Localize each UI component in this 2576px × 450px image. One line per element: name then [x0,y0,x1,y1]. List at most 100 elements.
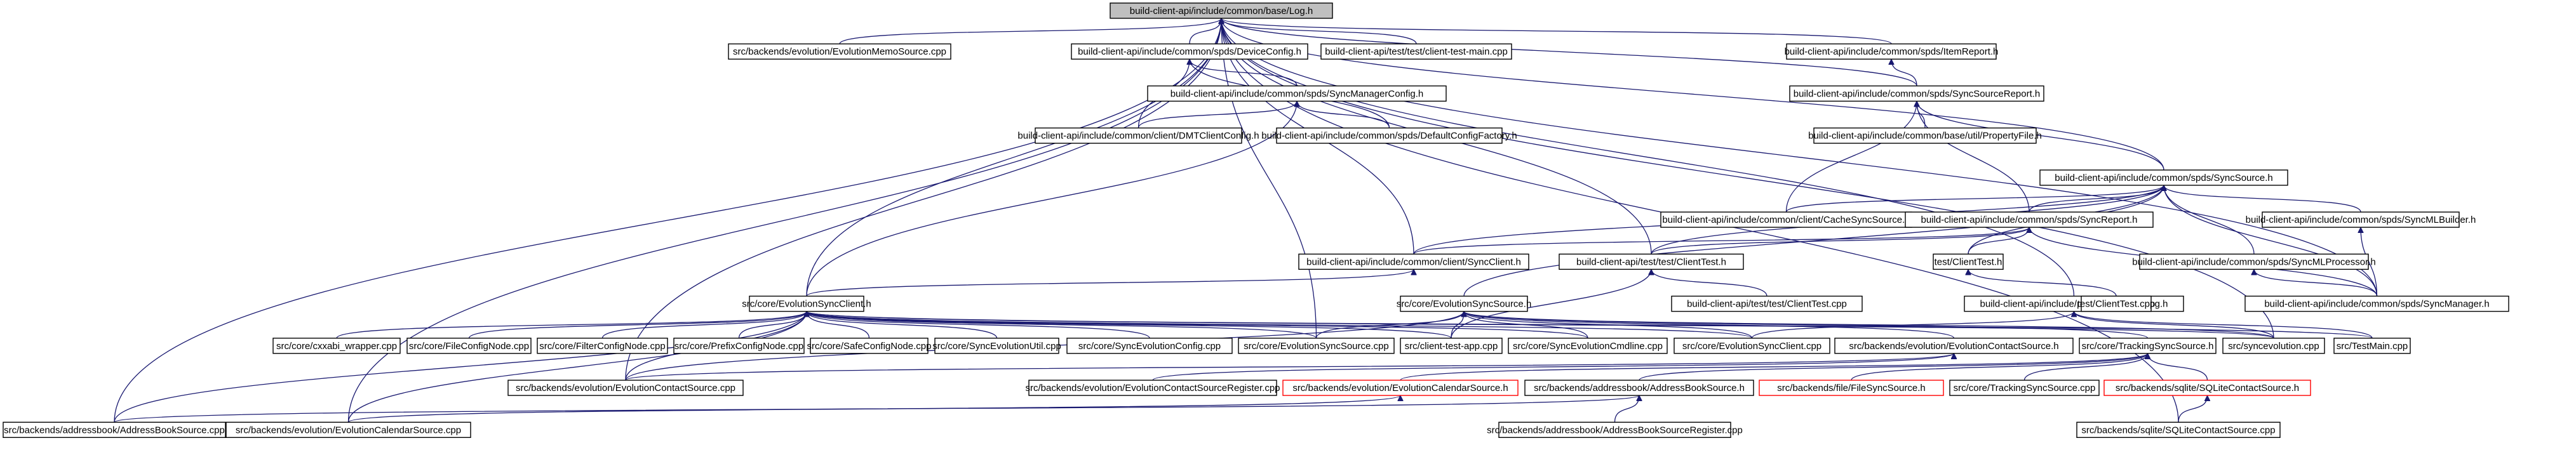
file-node-pcn[interactable]: src/core/PrefixConfigNode.cpp [673,338,805,354]
node-label: build-client-api/include/common/base/Log… [1130,6,1313,17]
file-node-evosc-cpp[interactable]: src/core/EvolutionSyncClient.cpp [1674,338,1830,354]
include-edge [1221,18,1417,44]
node-label: build-client-api/include/common/spds/Syn… [2055,173,2273,183]
include-edge [1221,18,1917,86]
include-edge [1891,59,1917,86]
node-label: build-client-api/test/test/ClientTest.h [1576,256,1726,267]
include-edge [2361,227,2378,296]
file-node-fcn[interactable]: src/core/FileConfigNode.cpp [406,338,532,354]
include-edge [601,311,807,339]
include-edge [2074,311,2274,339]
node-label: src/syncevolution.cpp [2228,341,2319,352]
include-edge [1464,311,2274,339]
file-node-tss-cpp[interactable]: src/core/TrackingSyncSource.cpp [1949,380,2100,396]
file-node-propfile[interactable]: build-client-api/include/common/base/uti… [1808,127,2042,144]
file-node-sqlite-h[interactable]: src/backends/sqlite/SQLiteContactSource.… [2103,380,2311,396]
file-node-syncevo[interactable]: src/syncevolution.cpp [2222,338,2325,354]
file-node-secfg[interactable]: src/core/SyncEvolutionConfig.cpp [1066,338,1233,354]
file-node-syncreport[interactable]: build-client-api/include/common/spds/Syn… [1905,211,2154,228]
node-box [1759,380,1944,396]
file-node-testclienttest-cpp[interactable]: test/ClientTest.cpp [2077,295,2156,312]
include-edge [1464,311,1588,338]
file-node-clienttest-cpp[interactable]: build-client-api/test/test/ClientTest.cp… [1671,295,1863,312]
node-box [2222,338,2325,354]
node-box [1813,127,2037,144]
file-node-cxxabi[interactable]: src/core/cxxabi_wrapper.cpp [272,338,401,354]
file-node-testmain[interactable]: src/TestMain.cpp [2333,338,2411,354]
file-node-evocal-h[interactable]: src/backends/evolution/EvolutionCalendar… [1282,380,1519,396]
node-box [1786,43,1997,60]
node-label: src/TestMain.cpp [2337,341,2408,352]
file-node-secmd[interactable]: src/core/SyncEvolutionCmdline.cpp [1508,338,1668,354]
file-node-ctapp[interactable]: src/client-test-app.cpp [1400,338,1503,354]
include-edge [1463,185,2164,296]
file-node-filess-h[interactable]: src/backends/file/FileSyncSource.h [1759,380,1944,396]
node-label: build-client-api/include/common/spds/Syn… [2264,299,2489,310]
include-edge [1917,101,2164,170]
file-node-ssreport[interactable]: build-client-api/include/common/spds/Syn… [1789,85,2044,102]
node-label: build-client-api/include/common/spds/Syn… [2132,256,2376,267]
include-edge [1221,18,2075,296]
file-node-clienttestmain[interactable]: build-client-api/test/test/client-test-m… [1320,43,1512,60]
node-box [2262,211,2460,228]
file-node-evoss[interactable]: src/core/EvolutionSyncSource.h [1397,295,1532,312]
file-node-mlbuilder[interactable]: build-client-api/include/common/spds/Syn… [2246,211,2476,228]
include-edge [807,311,998,339]
include-edge [807,311,1150,339]
include-edge [1451,269,1651,338]
file-node-devcfg[interactable]: build-client-api/include/common/spds/Dev… [1071,43,1308,60]
file-node-cachess[interactable]: build-client-api/include/common/client/C… [1660,211,1912,228]
include-edge [2164,185,2361,213]
node-box [934,338,1059,354]
include-edge [114,18,1221,423]
file-node-syncmanager[interactable]: build-client-api/include/common/spds/Syn… [2244,295,2509,312]
node-box [1508,338,1668,354]
node-label: build-client-api/include/common/spds/Syn… [2246,215,2476,225]
include-edge [1315,311,1465,338]
file-node-tss-h[interactable]: src/core/TrackingSyncSource.h [2079,338,2217,354]
file-node-evocontsrc-h[interactable]: src/backends/evolution/EvolutionContactS… [1834,338,2074,354]
file-node-evocontreg[interactable]: src/backends/evolution/EvolutionContactS… [1025,380,1280,396]
file-node-evocontsrc-cpp[interactable]: src/backends/evolution/EvolutionContactS… [507,380,744,396]
file-node-smcfg[interactable]: build-client-api/include/common/spds/Syn… [1147,85,1447,102]
node-label: build-client-api/include/common/spds/Dev… [1078,46,1301,57]
node-label: build-client-api/include/common/spds/Syn… [1794,88,2041,99]
file-node-itemreport[interactable]: build-client-api/include/common/spds/Ite… [1785,43,1999,60]
file-node-testclienttest-h[interactable]: test/ClientTest.h [1933,253,2004,270]
node-label: src/backends/addressbook/AddressBookSour… [4,425,225,435]
file-node-dcf[interactable]: build-client-api/include/common/spds/Def… [1261,127,1517,144]
file-node-fltcn[interactable]: src/core/FilterConfigNode.cpp [537,338,668,354]
file-node-absreg[interactable]: src/backends/addressbook/AddressBookSour… [1487,421,1743,438]
file-node-log[interactable]: build-client-api/include/common/base/Log… [1110,3,1333,19]
node-box [1276,127,1503,144]
include-edge [1464,311,1955,339]
node-label: src/backends/file/FileSyncSource.h [1777,383,1925,394]
file-node-syncsource[interactable]: build-client-api/include/common/spds/Syn… [2039,169,2288,186]
node-box [1147,85,1447,102]
file-node-memo[interactable]: src/backends/evolution/EvolutionMemoSour… [728,43,951,60]
file-node-scn[interactable]: src/core/SafeConfigNode.cpp [807,338,932,354]
file-node-sqlite-cpp[interactable]: src/backends/sqlite/SQLiteContactSource.… [2076,421,2281,438]
node-box [2139,253,2369,270]
node-label: src/core/cxxabi_wrapper.cpp [276,341,397,352]
node-label: src/core/EvolutionSyncClient.cpp [1682,341,1821,352]
file-node-seutil[interactable]: src/core/SyncEvolutionUtil.cpp [932,338,1061,354]
file-node-mlproc[interactable]: build-client-api/include/common/spds/Syn… [2132,253,2376,270]
node-box [673,338,805,354]
include-edge [2254,269,2378,296]
file-node-dmt[interactable]: build-client-api/include/common/client/D… [1017,127,1259,144]
file-node-abs-h[interactable]: src/backends/addressbook/AddressBookSour… [1524,380,1754,396]
node-box [1110,3,1333,19]
node-label: src/backends/evolution/EvolutionContactS… [1849,341,2058,352]
file-node-abs-cpp[interactable]: src/backends/addressbook/AddressBookSour… [3,421,226,438]
file-node-syncclient[interactable]: build-client-api/include/common/client/S… [1298,253,1529,270]
node-label: src/core/TrackingSyncSource.cpp [1954,383,2096,394]
file-node-evoss-cpp[interactable]: src/core/EvolutionSyncSource.cpp [1238,338,1395,354]
node-box [2244,295,2509,312]
node-box [2039,169,2288,186]
node-label: src/core/EvolutionSyncClient.h [742,299,871,310]
file-node-evosc[interactable]: src/core/EvolutionSyncClient.h [742,295,871,312]
file-node-evocal-cpp[interactable]: src/backends/evolution/EvolutionCalendar… [225,421,471,438]
file-node-clienttest-h[interactable]: build-client-api/test/test/ClientTest.h [1559,253,1744,270]
